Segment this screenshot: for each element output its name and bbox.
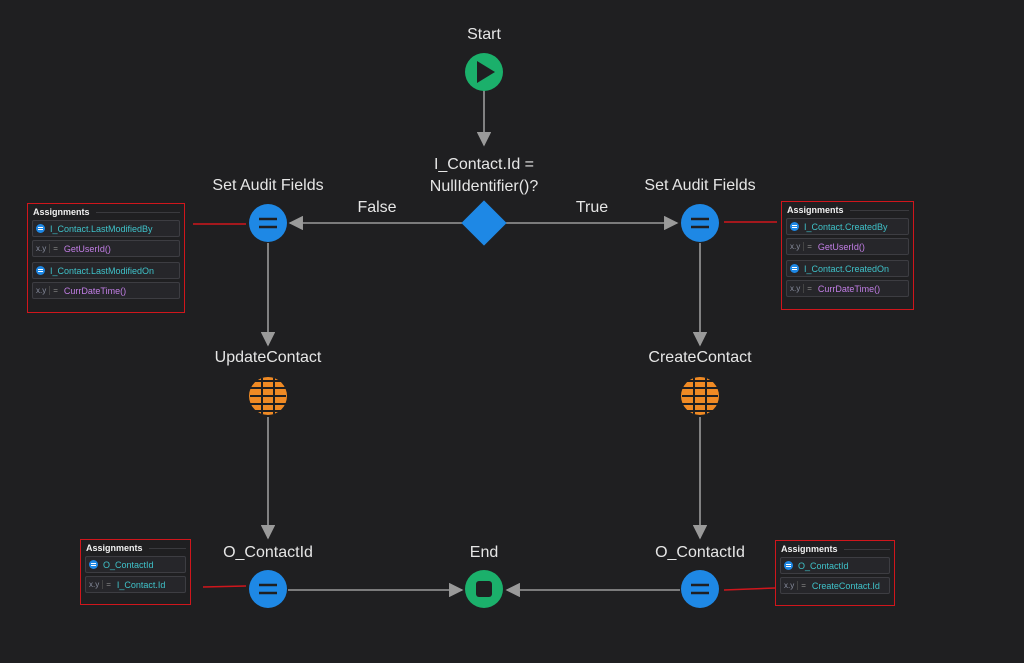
create-contact-node[interactable] (681, 377, 719, 415)
expression-icon: x.y (36, 286, 47, 295)
assignments-panel-left-top: Assignments I_Contact.LastModifiedBy x.y… (27, 203, 185, 313)
panel-title: Assignments (781, 544, 890, 554)
entity-grid-icon (250, 378, 286, 414)
assign-node-left-output[interactable] (249, 570, 287, 608)
variable-icon (36, 224, 45, 233)
assign-right-label: O_ContactId (655, 544, 745, 561)
assignment-target-row[interactable]: O_ContactId (780, 557, 890, 574)
expression-icon: x.y (790, 284, 801, 293)
variable-icon (36, 266, 45, 275)
equals-icon (691, 583, 709, 595)
play-icon (477, 61, 495, 83)
start-label: Start (467, 26, 501, 43)
entity-grid-icon (682, 378, 718, 414)
decision-label: I_Contact.Id = NullIdentifier()? (429, 156, 539, 195)
assign-node-right-output[interactable] (681, 570, 719, 608)
assignments-panel-left-bottom: Assignments O_ContactId x.y=I_Contact.Id (80, 539, 191, 605)
highlight-leader-left-bottom (202, 585, 247, 588)
panel-title: Assignments (787, 205, 909, 215)
equals-icon (259, 583, 277, 595)
set-audit-left-label: Set Audit Fields (212, 177, 324, 194)
expression-icon: x.y (784, 581, 795, 590)
highlight-leader-right-bottom (723, 587, 776, 591)
assignment-target-row[interactable]: O_ContactId (85, 556, 186, 573)
panel-title: Assignments (86, 543, 186, 553)
diamond-icon (461, 200, 507, 246)
panel-title: Assignments (33, 207, 180, 217)
expression-icon: x.y (790, 242, 801, 251)
assignment-target-row[interactable]: I_Contact.CreatedBy (786, 218, 909, 235)
assign-left-label: O_ContactId (223, 544, 313, 561)
variable-icon (790, 264, 799, 273)
true-branch-label: True (575, 199, 609, 216)
assignment-value-row[interactable]: x.y=I_Contact.Id (85, 576, 186, 593)
start-node[interactable] (465, 53, 503, 91)
expression-icon: x.y (36, 244, 47, 253)
false-branch-label: False (357, 199, 397, 216)
create-contact-label: CreateContact (648, 349, 752, 366)
variable-icon (790, 222, 799, 231)
update-contact-label: UpdateContact (214, 349, 322, 366)
assignment-value-row[interactable]: x.y=CreateContact.Id (780, 577, 890, 594)
variable-icon (784, 561, 793, 570)
assignments-panel-right-top: Assignments I_Contact.CreatedBy x.y=GetU… (781, 201, 914, 310)
assignment-value-row[interactable]: x.y=GetUserId() (786, 238, 909, 255)
assignments-panel-right-bottom: Assignments O_ContactId x.y=CreateContac… (775, 540, 895, 606)
assignment-value-row[interactable]: x.y=GetUserId() (32, 240, 180, 257)
end-label: End (469, 544, 499, 561)
equals-icon (259, 217, 277, 229)
assignment-value-row[interactable]: x.y=CurrDateTime() (786, 280, 909, 297)
variable-icon (89, 560, 98, 569)
assignment-target-row[interactable]: I_Contact.CreatedOn (786, 260, 909, 277)
end-node[interactable] (465, 570, 503, 608)
update-contact-node[interactable] (249, 377, 287, 415)
assignment-target-row[interactable]: I_Contact.LastModifiedBy (32, 220, 180, 237)
assign-node-right-audit[interactable] (681, 204, 719, 242)
decision-node[interactable] (461, 200, 507, 246)
assign-node-left-audit[interactable] (249, 204, 287, 242)
assignment-value-row[interactable]: x.y=CurrDateTime() (32, 282, 180, 299)
stop-icon (476, 581, 492, 597)
set-audit-right-label: Set Audit Fields (644, 177, 756, 194)
assignment-target-row[interactable]: I_Contact.LastModifiedOn (32, 262, 180, 279)
equals-icon (691, 217, 709, 229)
expression-icon: x.y (89, 580, 100, 589)
